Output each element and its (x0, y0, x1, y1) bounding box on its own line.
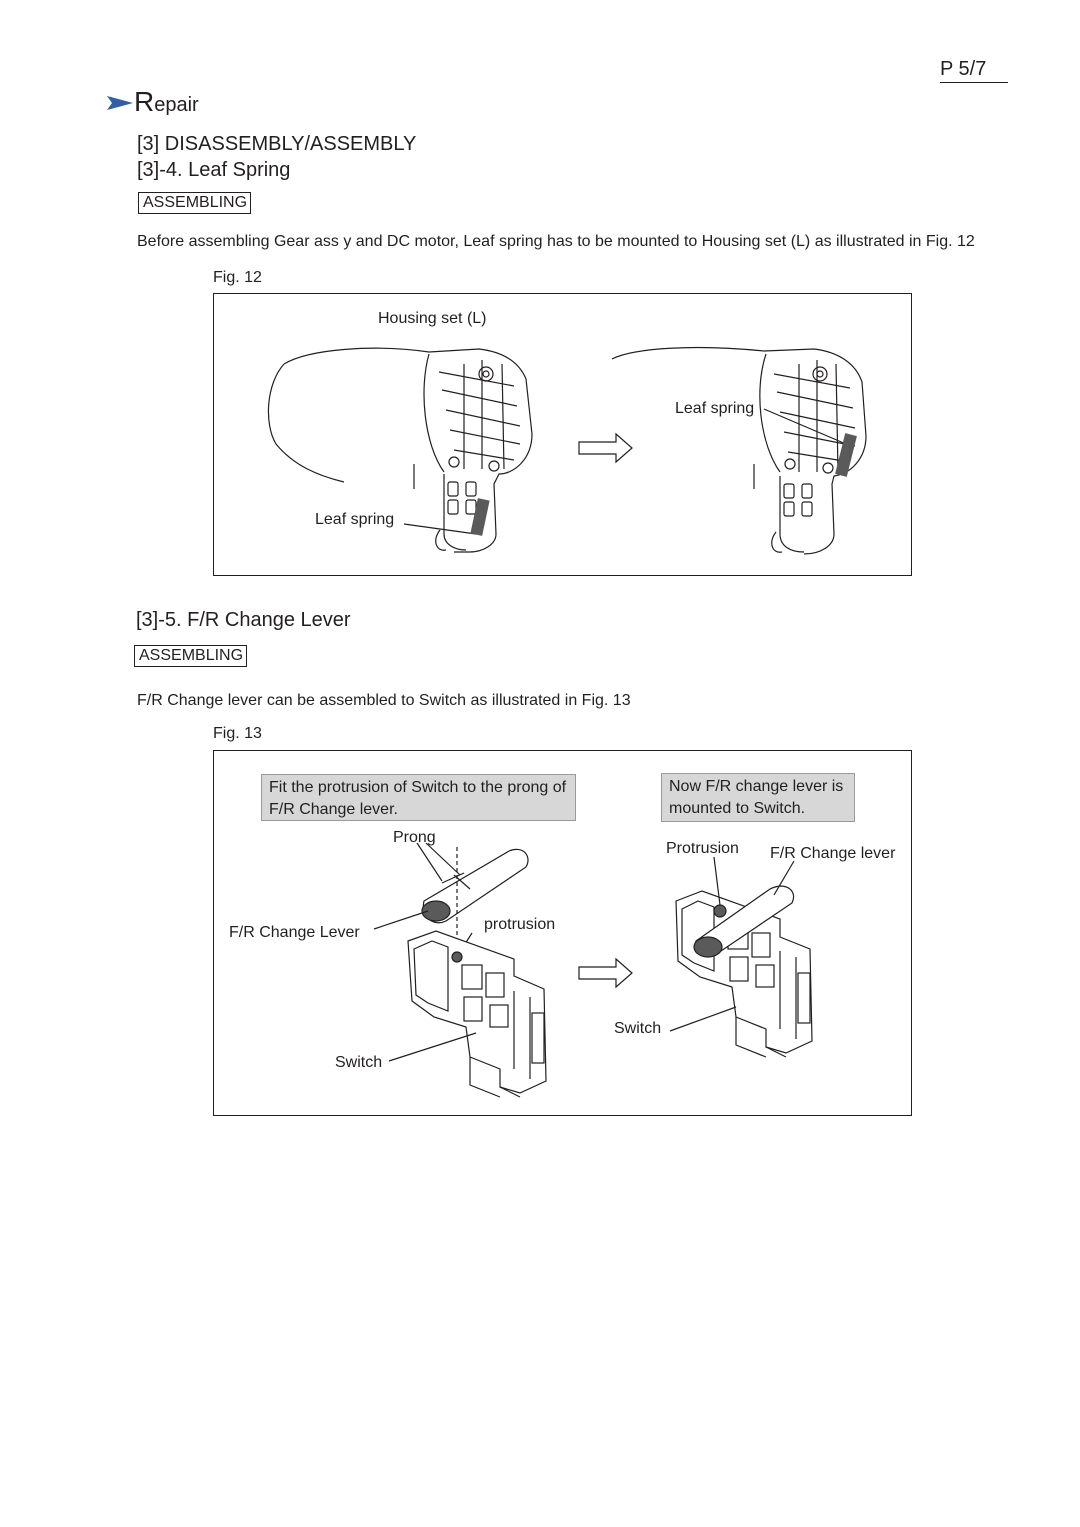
leaf-spring-heading: [3]-4. Leaf Spring (137, 159, 291, 181)
fr-change-lever-callout-left: F/R Change Lever (229, 924, 360, 941)
section-title-rest: epair (154, 94, 199, 116)
housing-set-callout: Housing set (L) (378, 310, 487, 327)
fig-13-label: Fig. 13 (213, 725, 262, 742)
fr-lever-instruction-ref: Fig. 13 (581, 692, 631, 709)
leaf-spring-part-after (835, 433, 857, 477)
section-title: Repair (134, 86, 199, 118)
fr-lever-instruction: F/R Change lever can be assembled to Swi… (137, 692, 631, 710)
protrusion-callout-right: Protrusion (666, 840, 739, 857)
fig-12-label: Fig. 12 (213, 269, 262, 286)
switch-callout-left: Switch (335, 1054, 383, 1071)
section-title-cap: R (134, 86, 155, 117)
chapter-title: [3] DISASSEMBLY/ASSEMBLY (137, 133, 417, 155)
switch-callout-right: Switch (614, 1020, 662, 1037)
fr-lever-instruction-text: F/R Change lever can be assembled to Swi… (137, 692, 578, 709)
fig-13-frame: Fit the protrusion of Switch to the pron… (213, 750, 912, 1116)
assembling-badge-fr-lever: ASSEMBLING (134, 645, 248, 667)
leaf-spring-instruction: Before assembling Gear ass y and DC moto… (137, 233, 975, 251)
page-number: P 5/7 (940, 58, 987, 80)
leaf-spring-callout-before: Leaf spring (315, 511, 395, 528)
assembling-badge-leaf-spring: ASSEMBLING (138, 192, 252, 214)
leaf-spring-part-before (470, 498, 490, 536)
leaf-spring-callout-after: Leaf spring (675, 400, 755, 417)
note-lever-mounted: Now F/R change lever is mounted to Switc… (661, 773, 855, 822)
fig-12-frame: Housing set (L) Leaf spring Leaf spring (213, 293, 912, 576)
fr-change-lever-callout-right: F/R Change lever (770, 845, 896, 862)
fr-change-lever-heading: [3]-5. F/R Change Lever (136, 609, 351, 631)
page-number-underline (940, 82, 1008, 83)
note-fit-protrusion: Fit the protrusion of Switch to the pron… (261, 774, 576, 821)
leaf-spring-instruction-ref: Fig. 12 (925, 233, 975, 250)
fig-12-illustration (267, 346, 867, 555)
leaf-spring-instruction-text: Before assembling Gear ass y and DC moto… (137, 233, 922, 250)
prong-callout: Prong (393, 829, 436, 846)
fig-13-illustration (373, 842, 813, 1098)
section-arrow-icon (107, 96, 133, 110)
transition-arrow-icon (578, 432, 633, 464)
transition-arrow-icon-2 (578, 957, 633, 989)
protrusion-callout-left: protrusion (484, 916, 556, 933)
